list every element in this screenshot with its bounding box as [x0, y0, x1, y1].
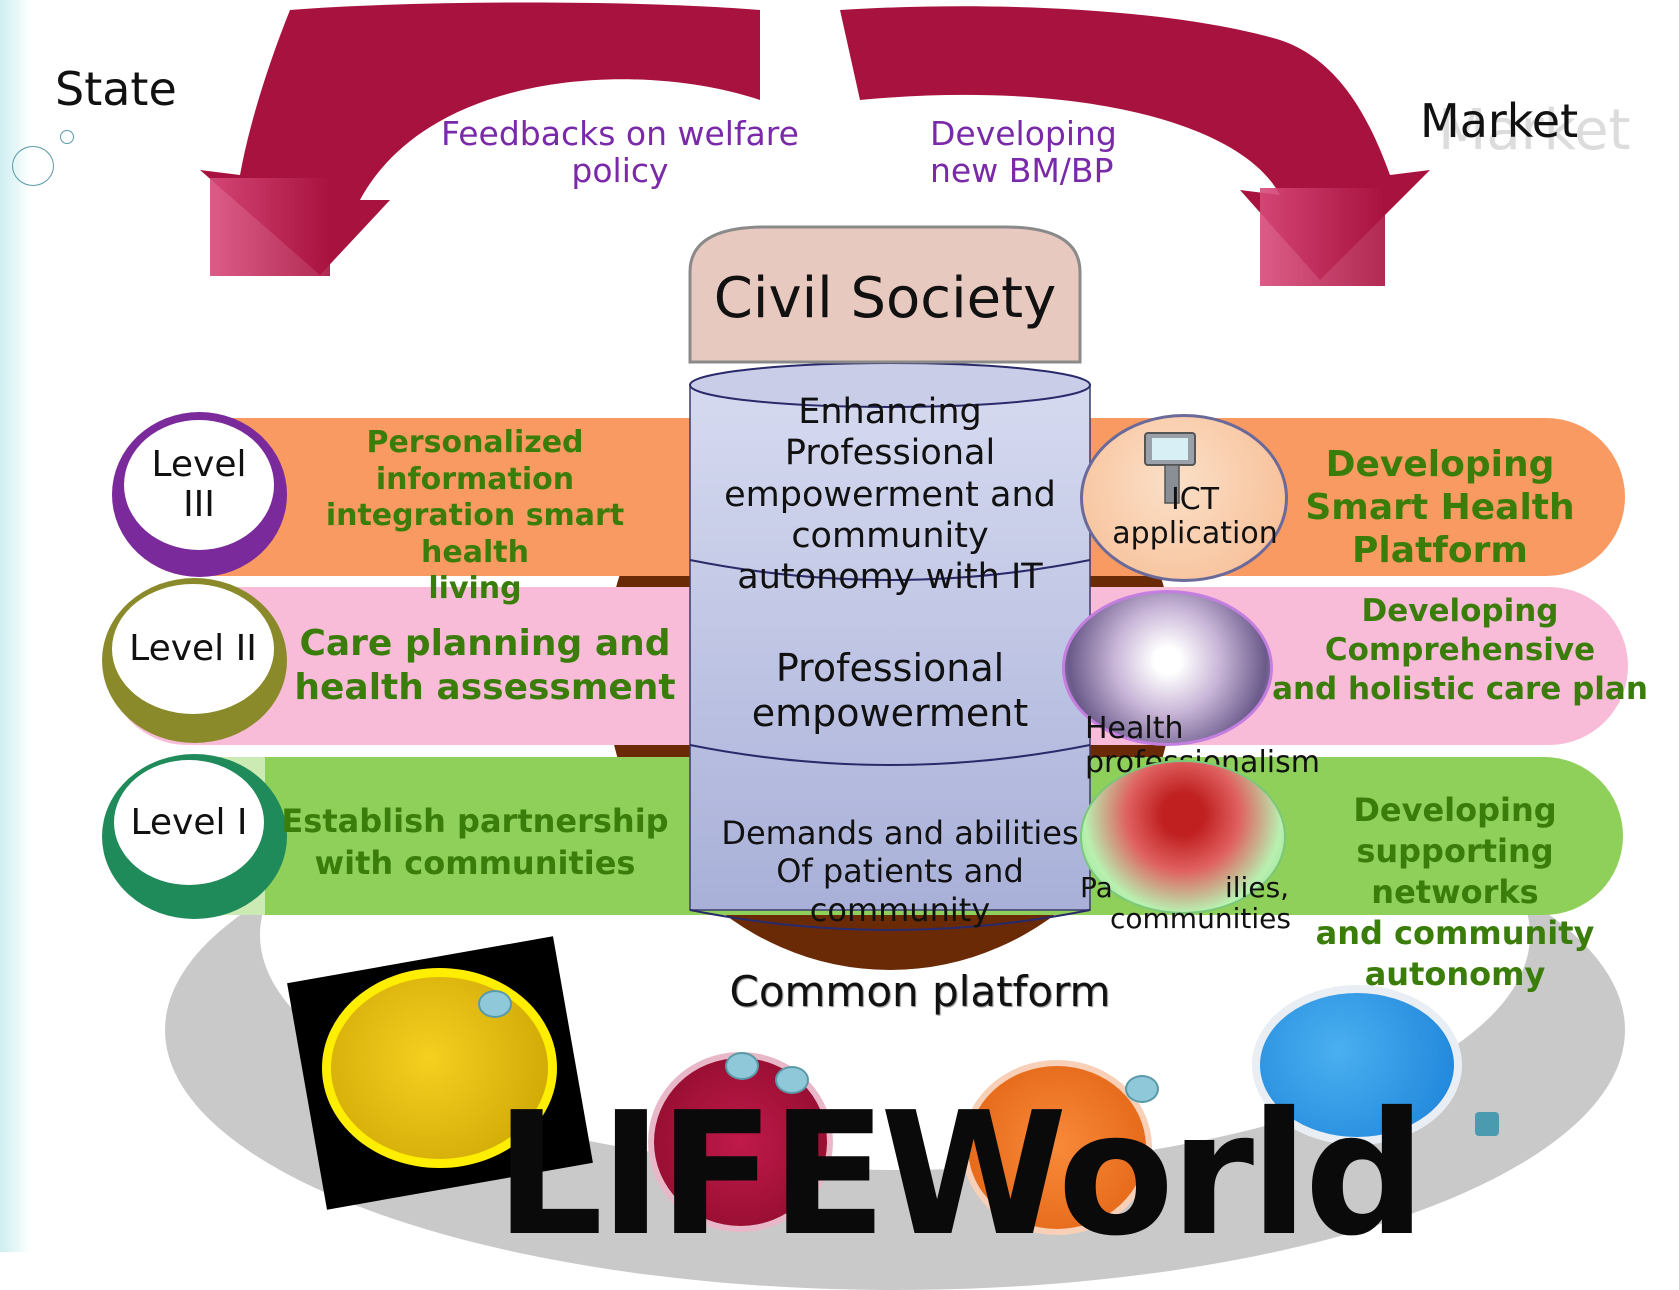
level1-stack-line-1: Demands and abilities: [721, 814, 1079, 852]
level3-stack-line-3: empowerment and: [724, 474, 1056, 515]
developing-line-1: Developing: [930, 114, 1117, 153]
bead-decoration-1: [478, 990, 512, 1018]
world-label: World: [880, 1076, 1426, 1274]
blue-ball-icon: [1252, 985, 1462, 1145]
level3-left-line-2: integration smart health: [325, 498, 625, 570]
ring-decoration-small: [60, 130, 74, 144]
level3-left-line-3: living: [428, 571, 522, 607]
level3-right-text: Developing Smart Health Platform: [1290, 443, 1590, 573]
feedback-label: Feedbacks on welfare policy: [440, 114, 800, 190]
level3-circle: Level III: [112, 412, 287, 577]
level2-right-line-1: Developing Comprehensive: [1324, 593, 1596, 668]
market-ghost-label: Market: [1438, 98, 1631, 163]
level1-label: Level I: [130, 801, 248, 843]
level1-circle: Level I: [102, 754, 287, 919]
kiosk-icon: [1144, 432, 1196, 504]
level3-left-text: Personalized information integration sma…: [280, 425, 670, 608]
level1-stack-line-2: Of patients and: [776, 852, 1024, 891]
level1-stack-text: Demands and abilities Of patients and co…: [700, 814, 1100, 929]
patients-community-label-2: ilies,: [1225, 871, 1290, 904]
level3-stack-line-5: autonomy with IT: [737, 557, 1043, 598]
level3-stack-text: Enhancing Professional empowerment and c…: [690, 392, 1090, 598]
level1-right-text: Developing supporting networks and commu…: [1285, 790, 1625, 995]
market-label: Market: [1420, 94, 1579, 148]
level1-left-text: Establish partnership with communities: [280, 801, 670, 884]
level2-left-line-2: health assessment: [294, 666, 676, 708]
level1-right-line-3: and community: [1315, 913, 1595, 952]
level3-right-line-3: Platform: [1352, 530, 1528, 572]
square-bead-decoration: [1475, 1112, 1499, 1136]
level3-left-line-1: Personalized information: [366, 425, 584, 497]
level3-right-line-2: Smart Health: [1305, 487, 1575, 529]
level2-circle: Level II: [102, 578, 287, 743]
civil-society-label: Civil Society: [713, 266, 1057, 331]
level2-stack-line-2: empowerment: [751, 690, 1029, 735]
common-platform-label: Common platform: [729, 967, 1111, 1016]
level3-stack-line-4: community: [791, 515, 989, 556]
level3-stack-line-1: Enhancing: [798, 392, 982, 432]
health-professionals-photo-icon: [1062, 590, 1273, 746]
level1-right-line-1: Developing: [1353, 791, 1557, 829]
ict-label-line-2: application: [1112, 515, 1278, 551]
level1-stack-line-3: community: [809, 890, 991, 929]
ring-decoration-large: [12, 146, 54, 186]
level2-left-text: Care planning and health assessment: [290, 622, 680, 710]
developing-arrow: [840, 6, 1430, 286]
developing-line-2: new BM/BP: [930, 150, 1114, 190]
level2-stack-text: Professional empowerment: [690, 646, 1090, 736]
level3-label-2: III: [183, 484, 215, 525]
level3-circle-inner: Level III: [124, 420, 274, 550]
level2-circle-inner: Level II: [112, 584, 274, 714]
central-stack: [689, 362, 1091, 931]
bead-decoration-3: [775, 1066, 809, 1094]
state-label: State: [55, 62, 177, 116]
level1-right-line-2: supporting networks: [1356, 831, 1554, 911]
ict-application-label: ICT application: [1095, 483, 1295, 550]
feedback-line-2: policy: [571, 150, 669, 190]
level2-right-text: Developing Comprehensive and holistic ca…: [1250, 592, 1670, 708]
level1-left-line-1: Establish partnership: [281, 802, 669, 840]
level3-right-line-1: Developing: [1325, 444, 1555, 485]
yellow-ball-icon: [322, 968, 557, 1168]
orange-ball-icon: [962, 1060, 1152, 1235]
life-label: LIFE: [495, 1076, 887, 1274]
feedback-line-1: Feedbacks on welfare: [441, 114, 799, 153]
ict-label-line-1: ICT: [1170, 482, 1220, 517]
level2-left-line-1: Care planning and: [299, 623, 671, 664]
level3-stack-line-2: Professional: [784, 433, 996, 474]
civil-society-box: [688, 225, 1082, 364]
level1-left-line-2: with communities: [314, 843, 636, 882]
level1-circle-inner: Level I: [114, 760, 264, 885]
feedback-arrow: [200, 2, 760, 276]
patients-community-label-1: Pa: [1080, 871, 1113, 904]
patients-community-label-3: communities: [1110, 902, 1291, 935]
bead-decoration-4: [1125, 1075, 1159, 1103]
level1-right-line-4: autonomy: [1364, 954, 1546, 993]
patients-community-photo-icon: [1080, 760, 1286, 914]
level3-label-1: Level: [151, 444, 247, 486]
level2-label: Level II: [129, 628, 257, 670]
bead-decoration-2: [725, 1052, 759, 1080]
level2-stack-line-1: Professional: [775, 646, 1005, 690]
left-edge-decoration: [0, 0, 30, 1252]
level2-right-line-2: and holistic care plan: [1272, 670, 1648, 707]
developing-label: Developing new BM/BP: [930, 114, 1130, 190]
